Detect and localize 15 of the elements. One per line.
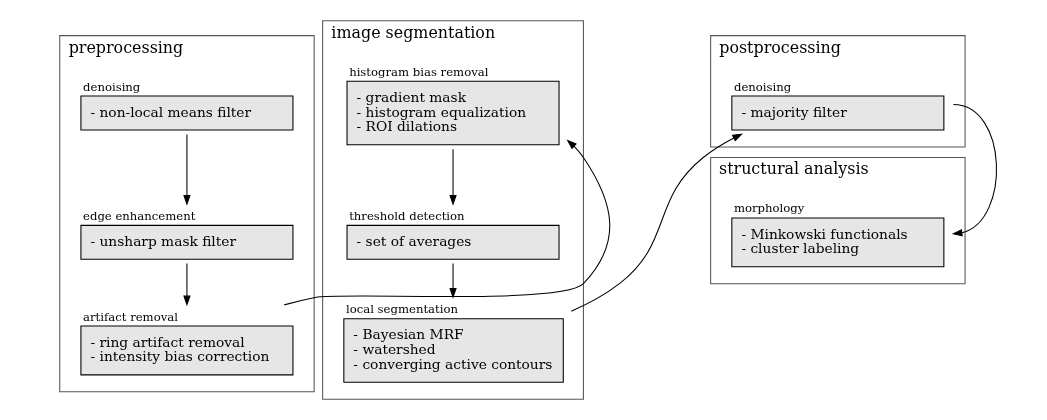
node-label: threshold detection <box>348 208 465 223</box>
node-label: local segmentation <box>345 302 458 317</box>
node-label: artifact removal <box>82 309 178 324</box>
arrow <box>448 263 457 299</box>
arrow <box>951 104 997 237</box>
arrow <box>182 133 191 206</box>
node-label: edge enhancement <box>82 208 195 223</box>
node-label: denoising <box>82 79 140 94</box>
arrow <box>448 148 457 206</box>
node-label: morphology <box>733 201 804 216</box>
arrow <box>283 139 610 306</box>
node-label: histogram bias removal <box>348 64 488 79</box>
node-label: denoising <box>733 79 791 94</box>
arrow <box>570 133 743 312</box>
arrow <box>182 263 191 307</box>
